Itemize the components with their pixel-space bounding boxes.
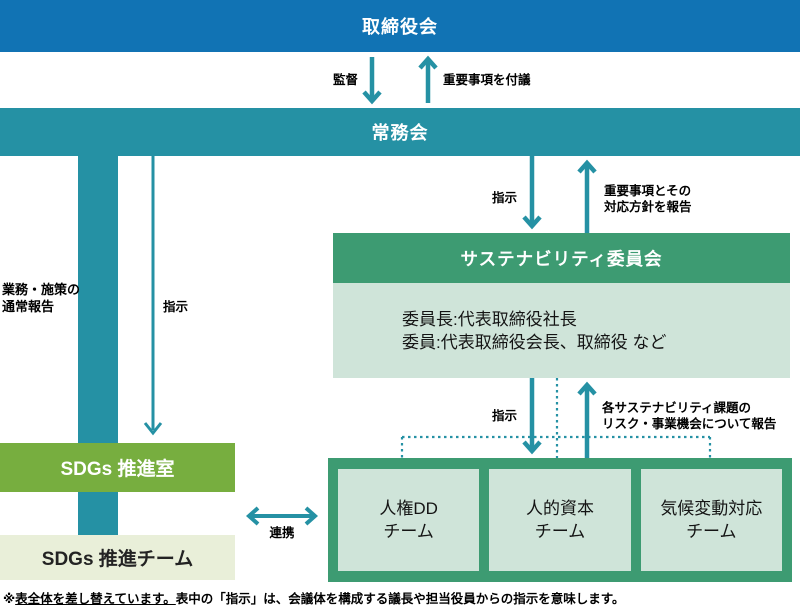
executive-committee-node: 常務会	[0, 108, 800, 156]
sdgs-promotion-team-node: SDGs 推進チーム	[0, 535, 235, 580]
report-risk-line1: 各サステナビリティ課題の	[602, 401, 752, 415]
team-line2: チーム	[383, 522, 434, 541]
board-label: 取締役会	[362, 17, 438, 37]
human-capital-team-node: 人的資本チーム	[489, 469, 631, 571]
sustainability-committee-title: サステナビリティ委員会	[333, 233, 790, 283]
instruct-top-label: 指示	[492, 191, 518, 205]
regular-report-line2: 通常報告	[2, 299, 55, 314]
report-risk-line2: リスク・事業機会について報告	[602, 417, 777, 431]
committee-member-line: 委員:代表取締役会長、取締役 など	[402, 332, 667, 352]
refer-up-arrow	[418, 55, 438, 103]
footnote-rest: 表中の「指示」は、会議体を構成する議長や担当役員からの指示を意味します。	[175, 592, 625, 606]
sdgs-team-label: SDGs 推進チーム	[41, 549, 194, 570]
collaboration-double-arrow	[245, 506, 319, 526]
refer-important-label: 重要事項を付議	[443, 73, 531, 87]
collaboration-label: 連携	[269, 526, 295, 540]
regular-report-line1: 業務・施策の	[2, 282, 81, 297]
sdgs-office-label: SDGs 推進室	[60, 459, 175, 480]
committee-chair-line: 委員長:代表取締役社長	[402, 309, 577, 329]
team-line2: チーム	[534, 522, 586, 541]
instruct-teams-down-arrow	[522, 378, 542, 455]
team-label: 人権DD チーム	[379, 497, 438, 543]
team-line1: 人的資本	[525, 499, 594, 518]
human-rights-dd-team-node: 人権DD チーム	[338, 469, 480, 571]
instruct-committee-down-arrow	[522, 156, 542, 230]
report-risk-label: 各サステナビリティ課題の リスク・事業機会について報告	[602, 400, 776, 432]
sustainability-committee-members: 委員長:代表取締役社長 委員:代表取締役会長、取締役 など	[333, 283, 790, 378]
supervise-down-arrow	[362, 57, 382, 105]
climate-change-team-node: 気候変動対応チーム	[640, 469, 782, 571]
report-policy-line1: 重要事項とその	[604, 184, 692, 198]
team-line1: 気候変動対応	[660, 499, 763, 518]
executive-label: 常務会	[371, 123, 429, 143]
footnote: ※表全体を差し替えています。表中の「指示」は、会議体を構成する議長や担当役員から…	[3, 588, 625, 607]
instruct-left-down-arrow	[143, 156, 163, 436]
instruct-mid-label: 指示	[492, 409, 518, 423]
report-risk-up-arrow	[577, 381, 597, 458]
team-line2: チーム	[686, 522, 737, 541]
supervise-label: 監督	[332, 73, 358, 87]
sustainability-committee-node: サステナビリティ委員会 委員長:代表取締役社長 委員:代表取締役会長、取締役 な…	[333, 233, 790, 378]
team-label: 気候変動対応チーム	[660, 497, 762, 543]
footnote-underlined: 表全体を差し替えています。	[15, 592, 176, 606]
report-policy-label: 重要事項とその 対応方針を報告	[604, 183, 692, 215]
report-policy-line2: 対応方針を報告	[604, 200, 692, 214]
board-of-directors-node: 取締役会	[0, 0, 800, 52]
sdgs-promotion-office-node: SDGs 推進室	[0, 443, 235, 492]
regular-report-label: 業務・施策の 通常報告	[2, 281, 80, 315]
report-policy-up-arrow	[577, 159, 597, 233]
instruct-left-label: 指示	[163, 300, 189, 314]
footnote-marker: ※	[3, 592, 16, 606]
team-line1: 人権DD	[379, 499, 438, 518]
team-label: 人的資本チーム	[526, 497, 594, 543]
